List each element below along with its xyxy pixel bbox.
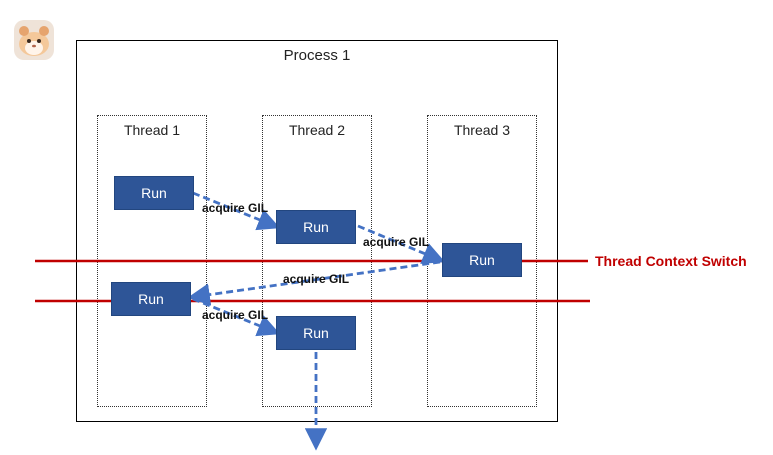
arrow-thread1-to-thread2-second bbox=[192, 297, 281, 337]
acquire-gil-label-1: acquire GIL bbox=[202, 201, 269, 215]
process-label: Process 1 bbox=[283, 47, 351, 64]
run-box-thread1-first: Run bbox=[114, 176, 194, 210]
run-box-thread1-second: Run bbox=[111, 282, 191, 316]
acquire-gil-label-2: acquire GIL bbox=[363, 235, 430, 249]
arrow-thread1-to-thread2 bbox=[192, 191, 281, 231]
acquire-gil-label-3: acquire GIL bbox=[283, 272, 350, 286]
thread-3-label: Thread 3 bbox=[453, 122, 511, 138]
run-box-thread2-first: Run bbox=[276, 210, 356, 244]
acquire-gil-label-4: acquire GIL bbox=[202, 308, 269, 322]
hamster-logo-icon bbox=[14, 20, 54, 60]
arrow-thread3-to-thread1 bbox=[187, 260, 441, 306]
thread-1-label: Thread 1 bbox=[123, 122, 181, 138]
run-box-thread2-second: Run bbox=[276, 316, 356, 350]
thread-context-switch-label: Thread Context Switch bbox=[595, 253, 747, 269]
thread-2-label: Thread 2 bbox=[288, 122, 346, 138]
run-box-thread3: Run bbox=[442, 243, 522, 277]
arrow-thread2-to-thread3 bbox=[357, 224, 446, 264]
